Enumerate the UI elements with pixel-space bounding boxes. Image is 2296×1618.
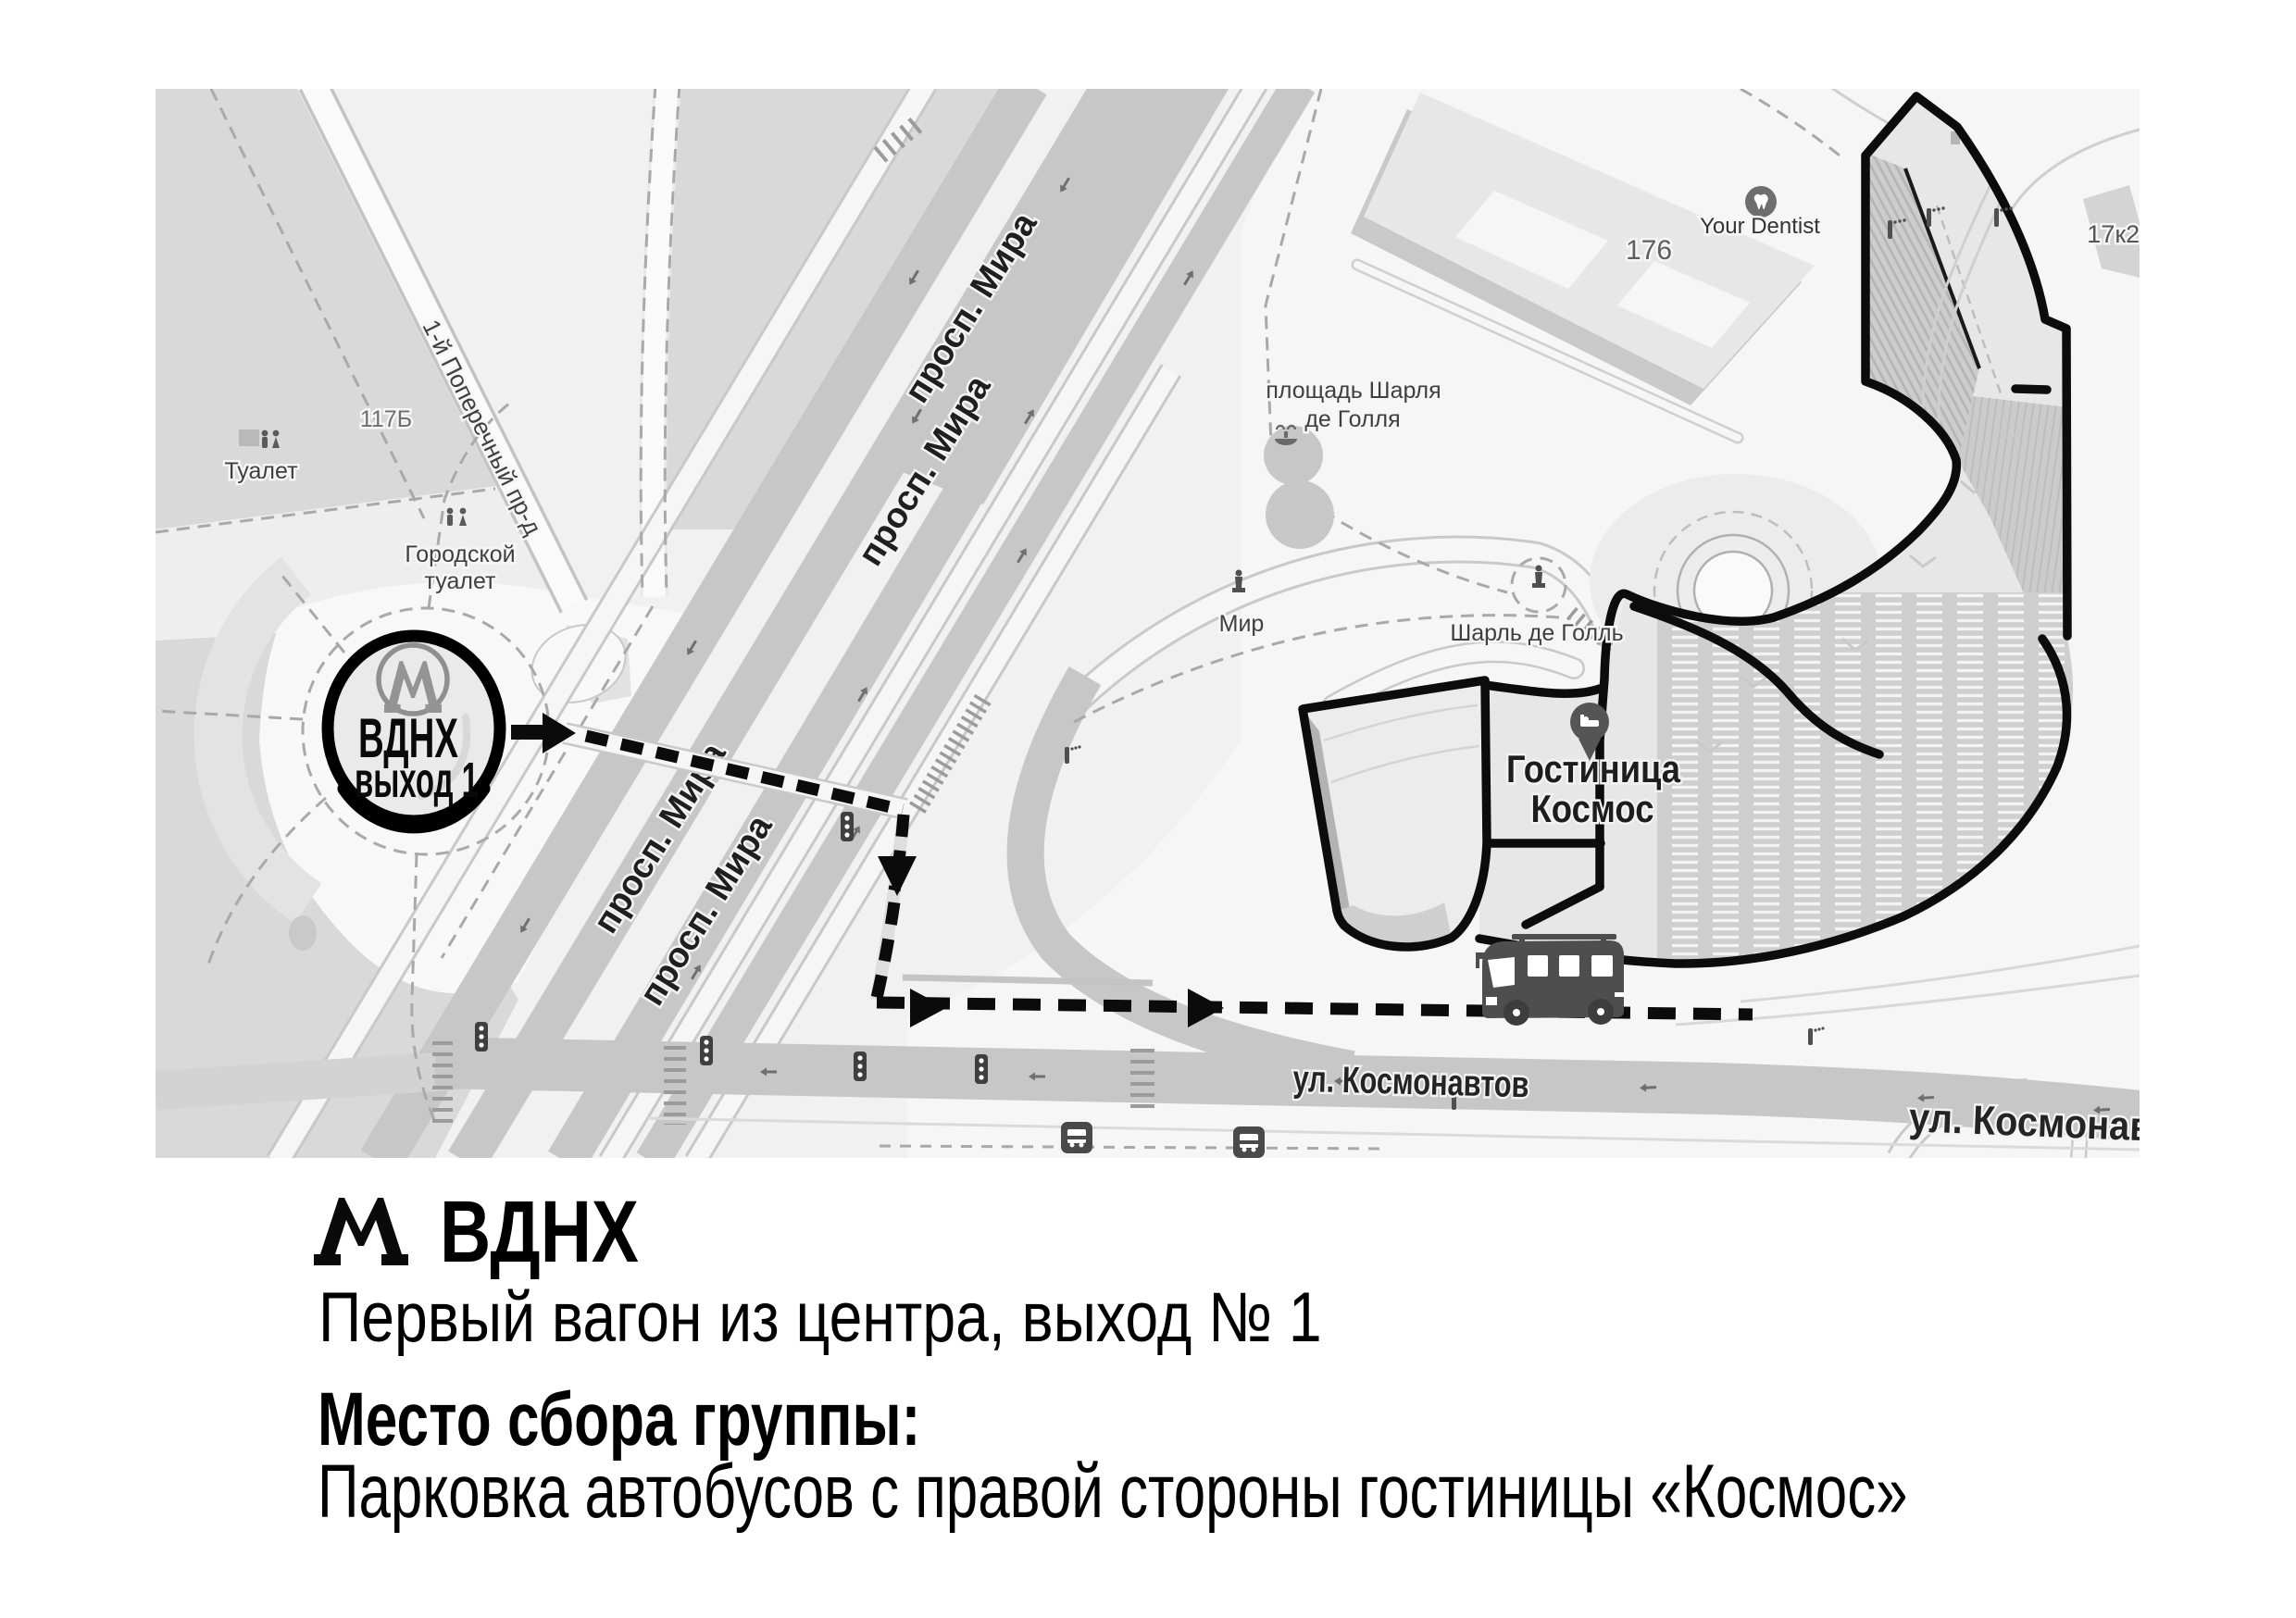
svg-text:туалет: туалет <box>425 568 497 594</box>
svg-text:Космос: Космос <box>1531 787 1654 830</box>
svg-text:ул. Космонавтов: ул. Космонавтов <box>1292 1059 1529 1106</box>
svg-text:де Голля: де Голля <box>1304 406 1400 432</box>
svg-text:ул. Космонавтов: ул. Космонавтов <box>1908 1095 2215 1152</box>
svg-text:ВДНХ: ВДНХ <box>358 706 458 769</box>
svg-text:Гостиница: Гостиница <box>1506 747 1681 790</box>
svg-text:Your Dentist: Your Dentist <box>1700 214 1820 239</box>
svg-text:17к2с1: 17к2с1 <box>2087 220 2165 248</box>
svg-text:Туалет: Туалет <box>224 458 298 484</box>
svg-text:Мир: Мир <box>1219 611 1265 637</box>
svg-text:выход 1: выход 1 <box>355 753 479 808</box>
svg-text:176: 176 <box>1626 235 1672 266</box>
svg-text:Шарль де Голль: Шарль де Голль <box>1450 620 1623 646</box>
svg-text:площадь Шарля: площадь Шарля <box>1266 378 1441 404</box>
svg-text:117Б: 117Б <box>360 406 412 432</box>
svg-text:Городской: Городской <box>405 541 515 567</box>
